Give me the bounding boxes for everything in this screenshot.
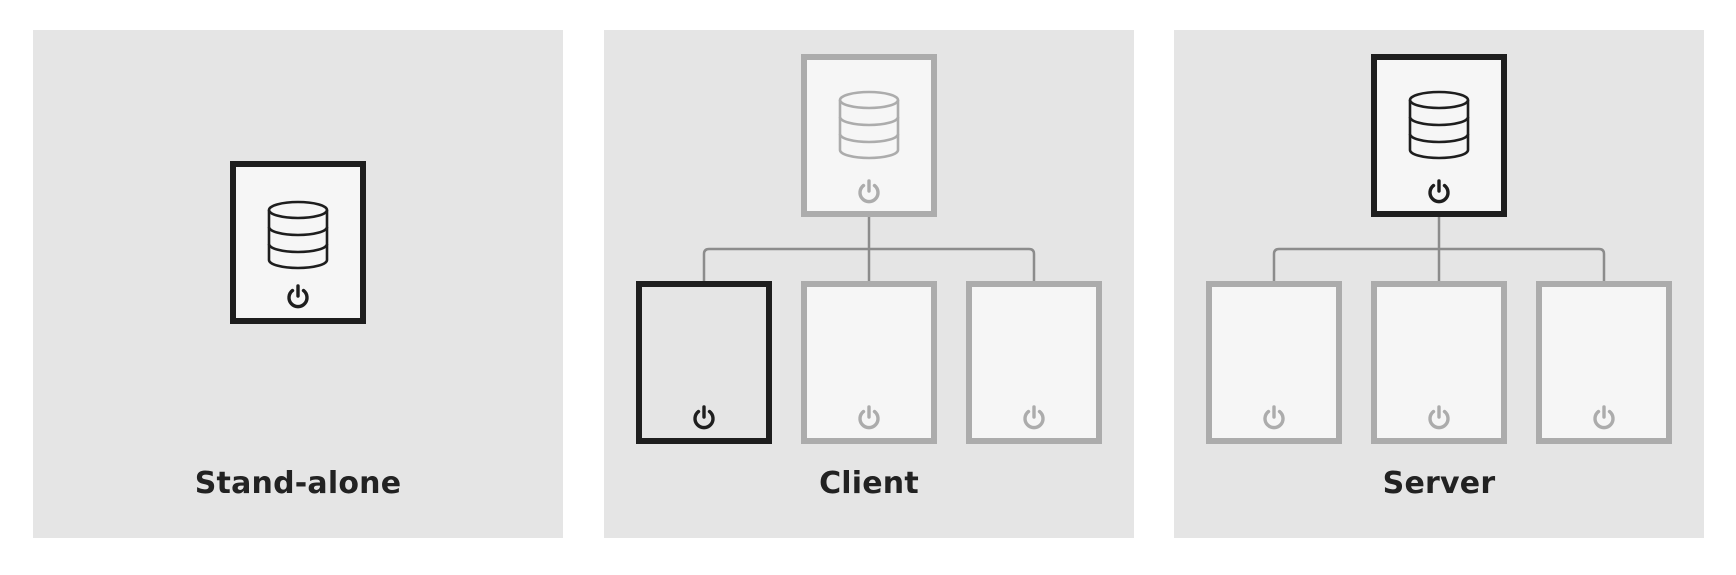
connector-lines bbox=[1272, 217, 1606, 281]
server-node bbox=[801, 54, 937, 217]
client-node bbox=[966, 281, 1102, 444]
server-diagram bbox=[1206, 54, 1672, 444]
database-icon bbox=[1408, 90, 1470, 160]
power-icon bbox=[858, 179, 880, 204]
power-icon bbox=[693, 405, 715, 430]
panel-label: Server bbox=[1382, 466, 1496, 501]
power-icon bbox=[1428, 179, 1450, 204]
panel-label: Client bbox=[819, 466, 919, 501]
panel-label: Stand-alone bbox=[194, 466, 402, 501]
standalone-panel: Stand-alone bbox=[33, 30, 563, 538]
database-icon bbox=[838, 90, 900, 160]
client-node bbox=[1371, 281, 1507, 444]
client-node-active bbox=[636, 281, 772, 444]
client-node bbox=[801, 281, 937, 444]
power-icon bbox=[1263, 405, 1285, 430]
client-node bbox=[1536, 281, 1672, 444]
standalone-diagram bbox=[230, 161, 366, 324]
client-diagram bbox=[636, 54, 1102, 444]
power-icon bbox=[1428, 405, 1450, 430]
client-panel: Client bbox=[604, 30, 1134, 538]
server-node-active bbox=[1371, 54, 1507, 217]
server-panel: Server bbox=[1174, 30, 1704, 538]
power-icon bbox=[1023, 405, 1045, 430]
power-icon bbox=[858, 405, 880, 430]
connector-lines bbox=[702, 217, 1036, 281]
power-icon bbox=[287, 284, 309, 309]
power-icon bbox=[1593, 405, 1615, 430]
standalone-machine bbox=[230, 161, 366, 324]
client-node bbox=[1206, 281, 1342, 444]
database-icon bbox=[267, 200, 329, 270]
